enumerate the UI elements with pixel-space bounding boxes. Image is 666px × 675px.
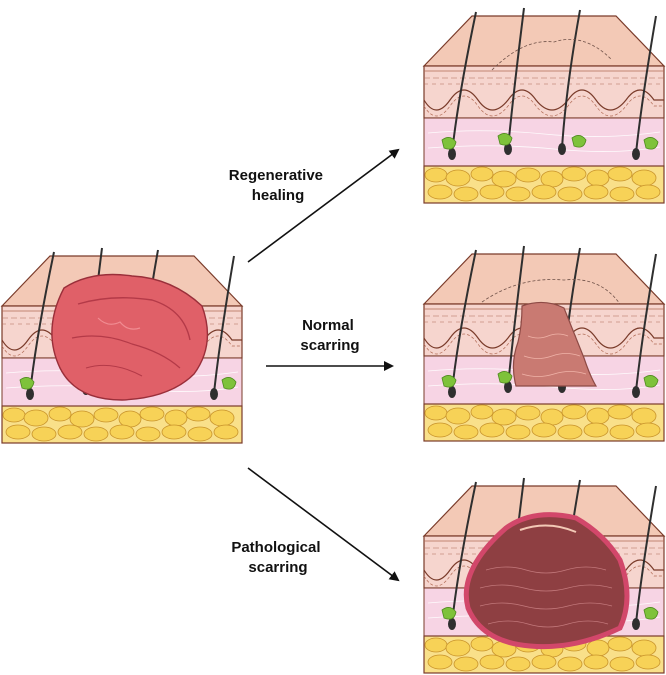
open-wound xyxy=(51,273,209,401)
label-normal-line2: scarring xyxy=(300,337,359,354)
label-regenerative-line1: Regenerative xyxy=(229,167,323,184)
label-pathological: Pathological scarring xyxy=(231,539,324,576)
arrow-regenerative xyxy=(247,148,400,263)
pathological-scar xyxy=(463,512,630,650)
label-pathological-line2: scarring xyxy=(248,559,307,576)
pathological-scar-skin-block xyxy=(423,477,665,674)
arrow-pathological xyxy=(247,467,400,582)
label-regenerative: Regenerative healing xyxy=(229,167,327,204)
label-pathological-line1: Pathological xyxy=(231,539,320,556)
label-regenerative-line2: healing xyxy=(252,187,305,204)
label-normal: Normal scarring xyxy=(300,317,359,354)
label-normal-line1: Normal xyxy=(302,317,354,334)
normal-scar-skin-block xyxy=(423,245,665,442)
wound-skin-block xyxy=(1,247,243,444)
regenerated-skin-block xyxy=(423,7,665,204)
normal-scar xyxy=(512,301,598,387)
